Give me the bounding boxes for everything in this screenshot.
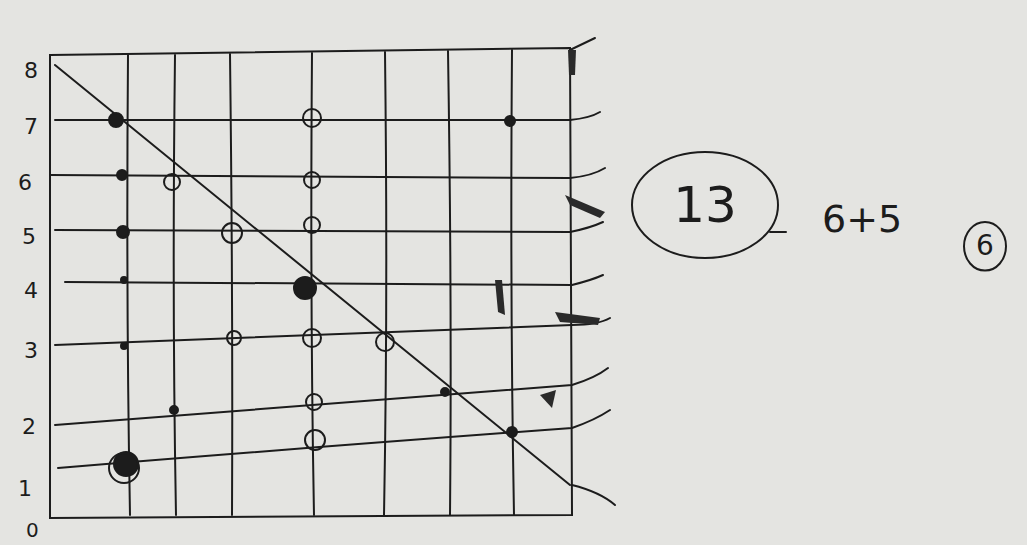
number-text: 6 bbox=[976, 232, 994, 260]
axis-number: 0 bbox=[26, 520, 39, 540]
horizontal-lines bbox=[50, 38, 615, 505]
axis-number: 7 bbox=[24, 116, 38, 138]
circled-number: 13 bbox=[630, 150, 780, 260]
axis-number: 3 bbox=[24, 340, 38, 362]
diagonal-line bbox=[55, 65, 570, 485]
grid-marks bbox=[109, 109, 517, 483]
axis-number: 1 bbox=[18, 478, 32, 500]
number-text: 13 bbox=[673, 180, 737, 230]
axis-number: 8 bbox=[24, 60, 38, 82]
axis-number: 4 bbox=[24, 280, 38, 302]
sum-note: 6+5 bbox=[822, 200, 902, 238]
circled-number: 6 bbox=[962, 220, 1008, 273]
axis-number: 2 bbox=[22, 416, 36, 438]
ink-smudges bbox=[495, 50, 605, 408]
axis-number: 6 bbox=[18, 172, 32, 194]
dash-mark bbox=[770, 231, 786, 233]
axis-number: 5 bbox=[22, 226, 36, 248]
